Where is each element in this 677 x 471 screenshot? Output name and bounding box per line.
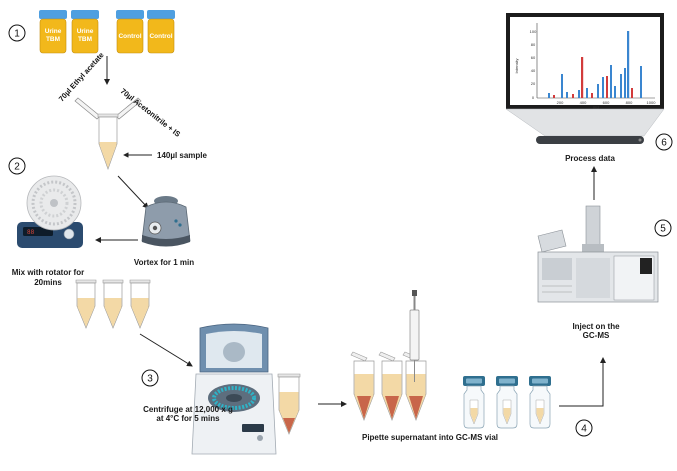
step-marker-4: 4 xyxy=(575,419,593,437)
svg-text:4: 4 xyxy=(581,424,587,435)
spectrum-peak xyxy=(614,86,616,98)
spectrum-peak xyxy=(581,57,584,98)
spectrum-peak xyxy=(561,74,563,98)
spectrum-peak xyxy=(620,74,622,98)
centrifuge-label-line2: at 4°C for 5 mins xyxy=(156,414,220,423)
x-axis-tick-label: 1000 xyxy=(647,100,657,105)
spectrum-peak xyxy=(606,76,608,98)
step-marker-2: 2 xyxy=(8,157,26,175)
spectrum-peak xyxy=(578,90,580,98)
y-axis-tick-label: 100 xyxy=(530,29,537,34)
mass-spectrum: 100 80 60 40 20 0 200 400 600 800 1000 m… xyxy=(514,23,656,110)
cup-label: Control xyxy=(149,33,172,40)
gcms-vial xyxy=(496,376,518,429)
gcms-vial xyxy=(529,376,551,429)
y-axis-tick-label: 20 xyxy=(531,81,536,86)
svg-text:88: 88 xyxy=(27,229,35,236)
pipette-tip-right xyxy=(115,97,142,120)
tube xyxy=(102,279,124,329)
cup-label: Control xyxy=(118,33,141,40)
spectrum-monitor xyxy=(505,13,665,144)
process-data-label: Process data xyxy=(565,154,615,163)
vortex-label: Vortex for 1 min xyxy=(134,258,194,267)
rotator: 88 xyxy=(17,175,83,248)
sample-tube xyxy=(97,113,119,171)
sample-label: 140µl sample xyxy=(157,151,208,160)
spectrum-peak xyxy=(591,93,593,98)
pipette-label: Pipette supernatant into GC-MS vial xyxy=(362,433,498,442)
svg-text:2: 2 xyxy=(14,162,20,173)
spectrum-peak xyxy=(640,66,642,98)
step-marker-1: 1 xyxy=(8,24,26,42)
centrifuged-tube xyxy=(277,373,301,435)
spectrum-peak xyxy=(610,65,612,98)
gcms-vials xyxy=(463,376,551,429)
tube-group-supernatant xyxy=(350,351,427,421)
spectrum-peak xyxy=(631,88,633,98)
ethyl-acetate-label: 70µl Ethyl acetate xyxy=(57,50,106,103)
y-axis-tick-label: 0 xyxy=(532,95,535,100)
sample-cup: Control xyxy=(116,10,144,54)
vortex-mixer xyxy=(141,196,191,247)
gcms-instrument xyxy=(537,205,659,303)
y-axis-tick-label: 80 xyxy=(531,42,536,47)
inject-label-line1: Inject on the xyxy=(572,322,620,331)
inject-label-line2: GC-MS xyxy=(583,331,610,340)
y-axis-tick-label: 60 xyxy=(531,55,536,60)
arrow xyxy=(117,175,149,209)
pipette-tip-left xyxy=(74,97,101,120)
x-axis-tick-label: 200 xyxy=(557,100,564,105)
spectrum-peak xyxy=(597,84,599,98)
spectrum-peak xyxy=(624,68,626,98)
step-marker-5: 5 xyxy=(654,219,672,237)
svg-text:3: 3 xyxy=(147,374,153,385)
tube xyxy=(129,279,151,329)
x-axis-tick-label: 400 xyxy=(580,100,587,105)
centrifuge-label-line1: Centrifuge at 12,000 x g xyxy=(143,405,233,414)
arrow xyxy=(139,333,193,367)
y-axis-label: Intensity xyxy=(514,59,519,74)
spectrum-peak xyxy=(572,94,574,98)
x-axis-label: m/z xyxy=(593,105,599,110)
syringe xyxy=(409,290,420,382)
y-axis-tick-label: 40 xyxy=(531,68,536,73)
spectrum-peak xyxy=(566,92,568,98)
step-marker-3: 3 xyxy=(141,369,159,387)
spectrum-peak xyxy=(553,95,555,98)
x-axis-tick-label: 800 xyxy=(626,100,633,105)
rotator-label-line1: Mix with rotator for xyxy=(12,268,84,277)
spectrum-peak xyxy=(586,88,588,98)
x-axis-tick-label: 600 xyxy=(603,100,610,105)
tube-group-mixed xyxy=(75,279,151,329)
gcms-vial xyxy=(463,376,485,429)
sample-cup: Control xyxy=(147,10,175,54)
spectrum-peak xyxy=(602,77,604,98)
acetonitrile-label: 70µl Acetonitrile + IS xyxy=(119,86,182,138)
tube xyxy=(75,279,97,329)
svg-text:1: 1 xyxy=(14,29,20,40)
centrifuge xyxy=(191,323,277,455)
spectrum-peak xyxy=(548,93,550,98)
spectrum-peak xyxy=(627,31,630,98)
tube xyxy=(378,351,403,421)
tube xyxy=(350,351,375,421)
rotator-label-line2: 20mins xyxy=(34,278,62,287)
svg-text:5: 5 xyxy=(660,224,666,235)
step-marker-6: 6 xyxy=(655,133,673,151)
svg-text:6: 6 xyxy=(661,138,667,149)
arrow xyxy=(559,357,606,407)
